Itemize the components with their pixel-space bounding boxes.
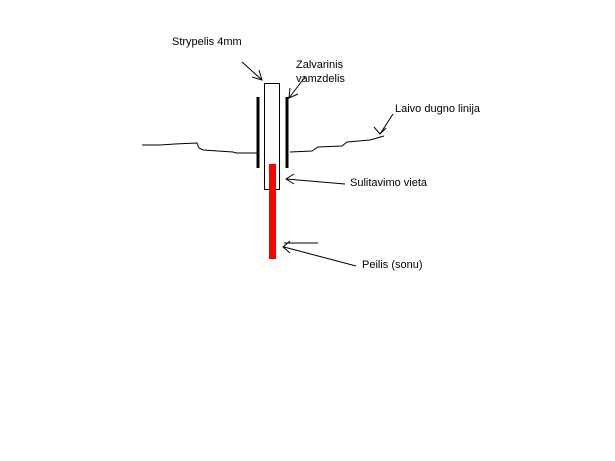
hull-line-left bbox=[142, 142, 258, 154]
rod-arrow-icon bbox=[241, 61, 263, 81]
blade-shape bbox=[269, 164, 276, 259]
tube-arrowhead-icon bbox=[288, 87, 299, 99]
hull-arrowhead-icon bbox=[373, 126, 387, 135]
rod-label: Strypelis 4mm bbox=[172, 36, 242, 48]
tube-arrow-icon bbox=[288, 76, 306, 99]
blade-arrow-icon bbox=[283, 246, 357, 267]
tube-label-line2: vamzdelis bbox=[296, 73, 345, 85]
weld-arrowhead-icon bbox=[285, 173, 295, 185]
weld-spot-label: Sulitavimo vieta bbox=[350, 177, 428, 189]
rod-arrowhead-icon bbox=[251, 69, 263, 81]
blade-label: Peilis (sonu) bbox=[362, 259, 423, 271]
weld-arrow-icon bbox=[285, 178, 346, 185]
blade-arrowhead-icon bbox=[282, 240, 291, 254]
hull-line-right bbox=[289, 135, 385, 153]
hull-line-label: Laivo dugno linija bbox=[395, 103, 481, 115]
tube-label-line1: Zalvarinis bbox=[296, 59, 344, 71]
hull-arrow-icon bbox=[379, 113, 394, 135]
